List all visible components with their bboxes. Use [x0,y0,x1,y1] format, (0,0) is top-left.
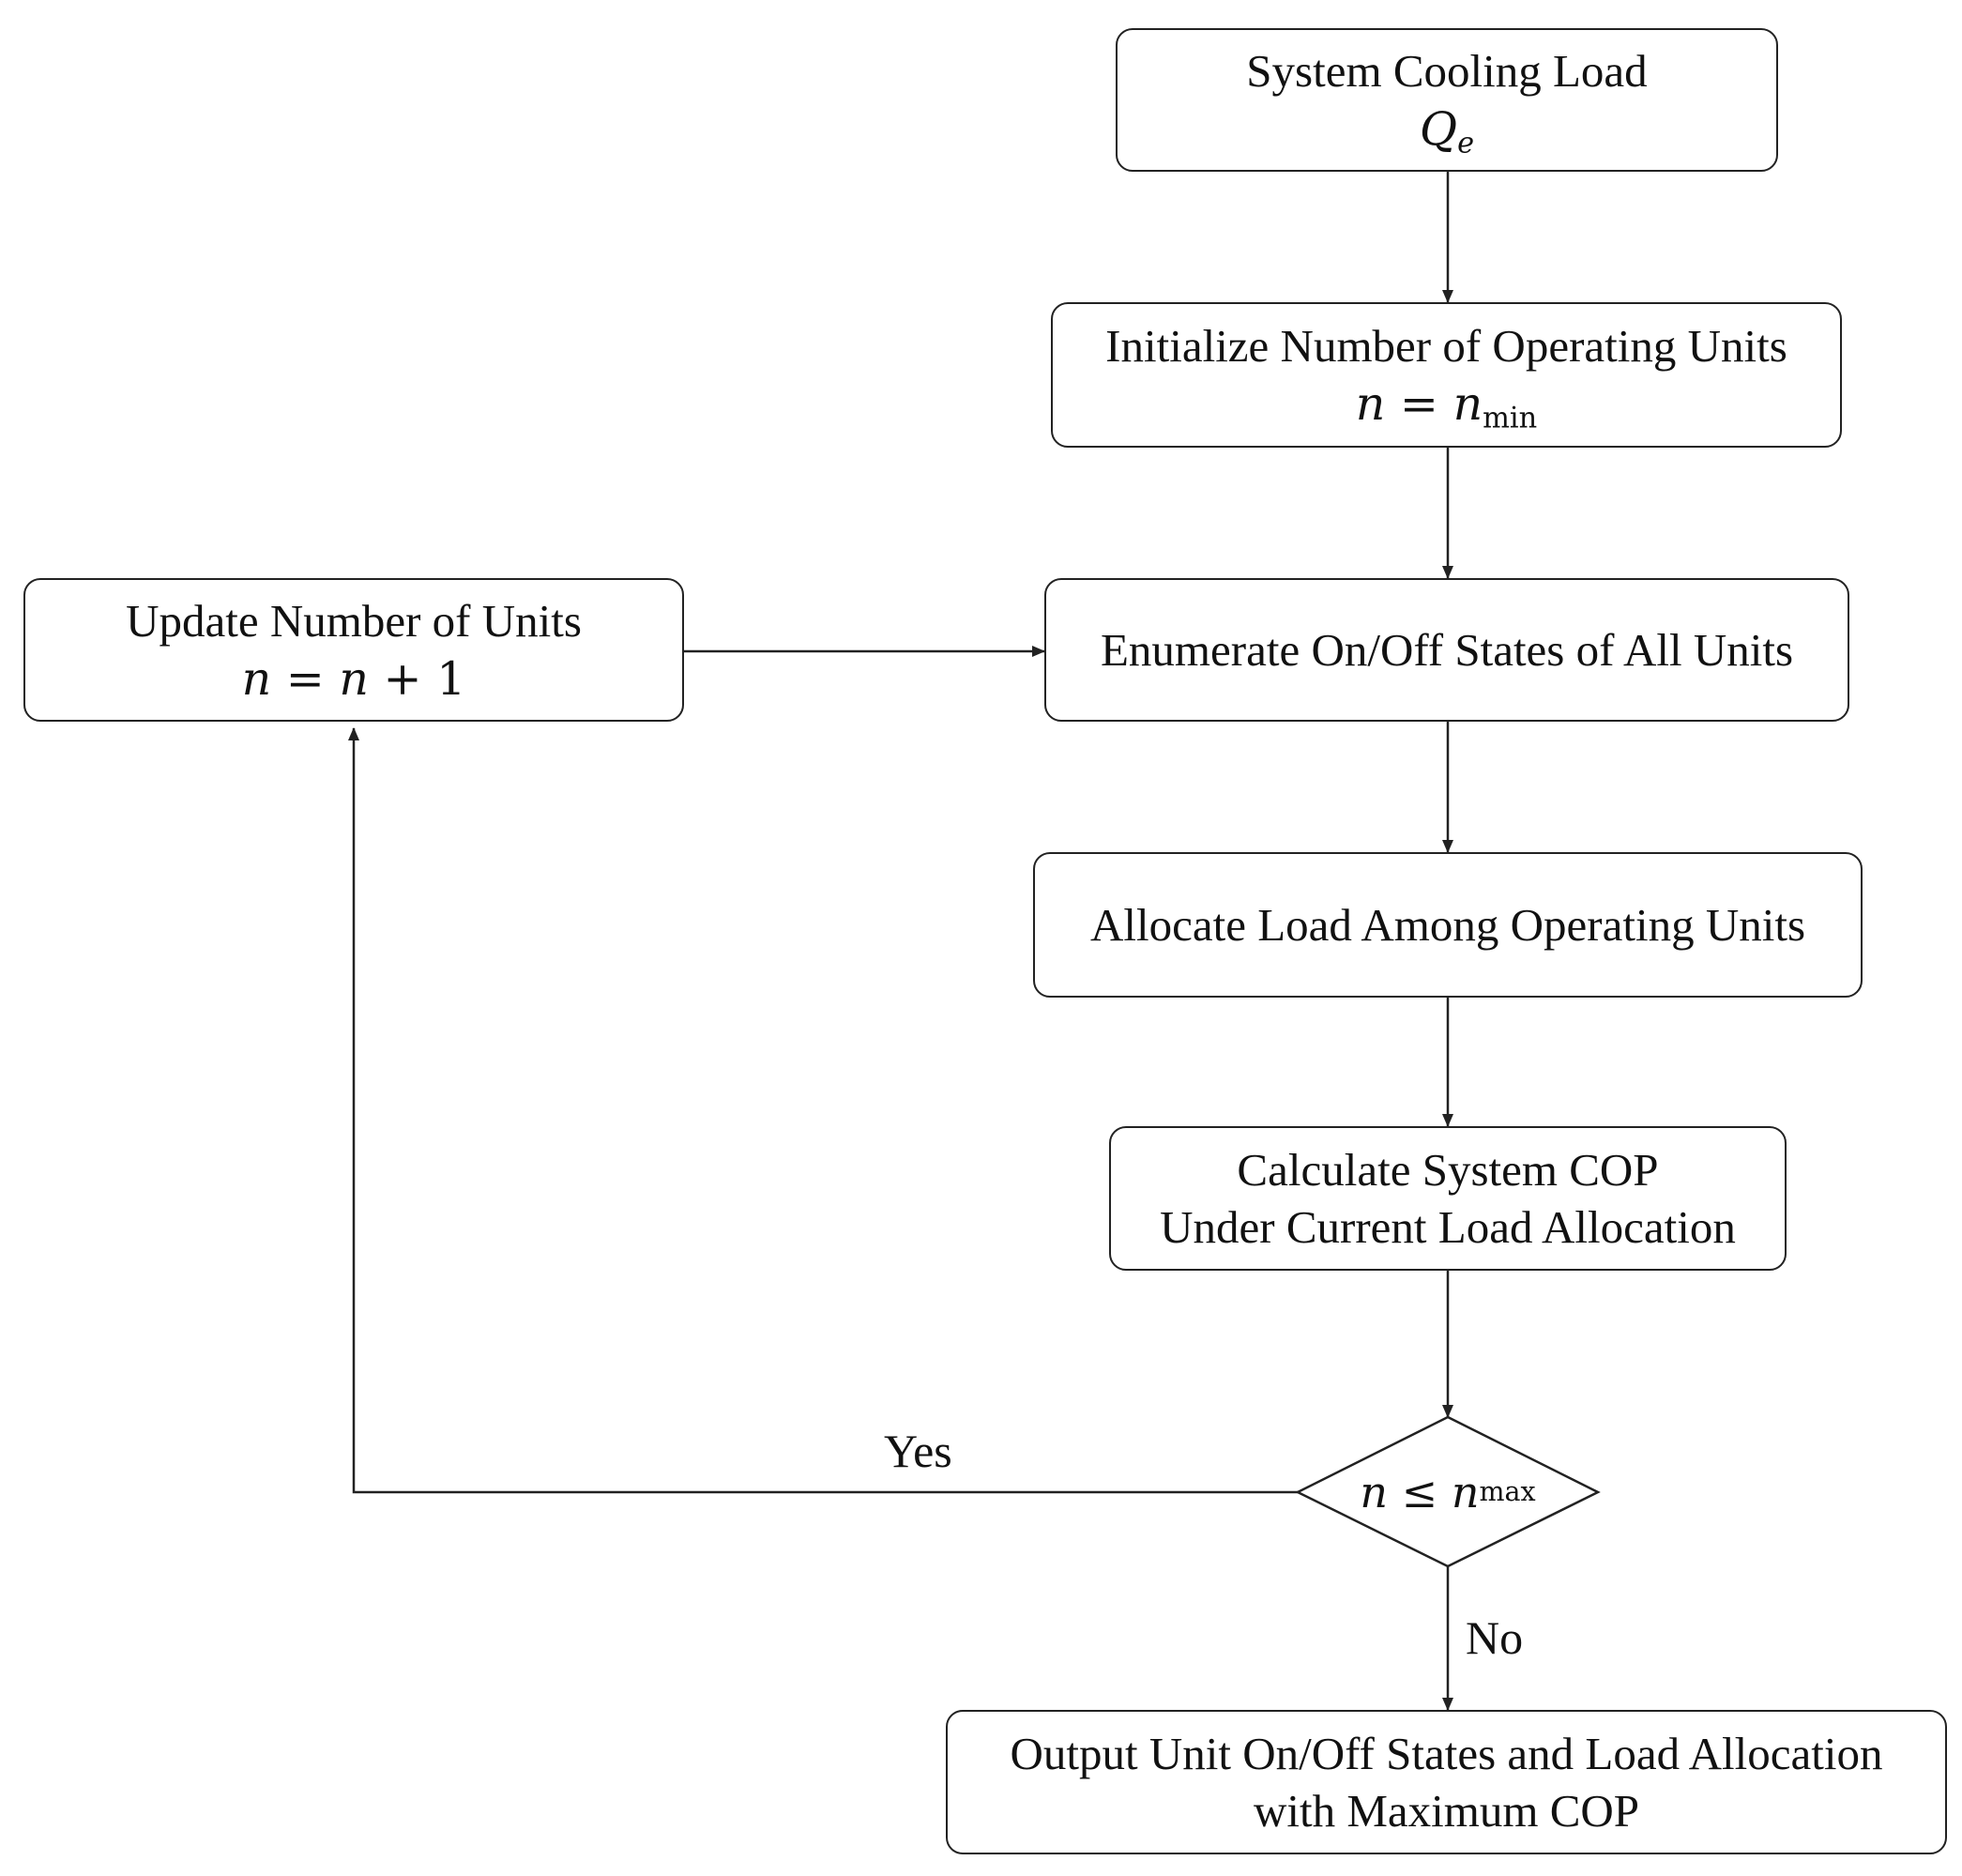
node-label-line-1: Output Unit On/Off States and Load Alloc… [1010,1727,1883,1779]
node-enumerate-states: Enumerate On/Off States of All Units [1044,578,1849,722]
edge-label-no: No [1466,1611,1524,1664]
formula-operator: = [285,651,325,706]
formula-subscript: e [1457,127,1475,160]
formula-variable: n [1452,376,1483,431]
formula-variable: n [1355,376,1386,431]
node-label-line-2: Under Current Load Allocation [1160,1201,1736,1253]
node-label-line-1: Calculate System COP [1237,1143,1659,1196]
formula-variable: n [339,651,369,706]
arrow-decision-yes-to-update [348,727,1298,1494]
cooling-load-formula: Qe [1420,100,1474,158]
formula-symbol: Q [1419,101,1458,156]
node-output-results: Output Unit On/Off States and Load Alloc… [946,1710,1947,1854]
node-label-line-2: with Maximum COP [1253,1785,1640,1837]
formula-operator: ≤ [1401,1466,1438,1518]
node-calculate-cop: Calculate System COP Under Current Load … [1109,1126,1787,1271]
formula-operator: = [1399,376,1438,431]
node-label: System Cooling Load [1246,45,1648,98]
node-allocate-load: Allocate Load Among Operating Units [1033,852,1863,998]
edge-label-yes: Yes [884,1425,952,1477]
formula-variable: n [241,651,272,706]
formula-constant: 1 [436,651,466,706]
update-formula: n = n + 1 [242,650,466,708]
formula-variable: n [1451,1466,1480,1518]
node-initialize-operating-units: Initialize Number of Operating Units n =… [1051,302,1842,448]
decision-diamond [1295,1415,1601,1568]
node-label: Update Number of Units [126,595,582,648]
formula-variable: n [1360,1466,1389,1518]
node-system-cooling-load: System Cooling Load Qe [1116,28,1778,172]
node-label: Initialize Number of Operating Units [1105,320,1787,373]
node-update-number-of-units: Update Number of Units n = n + 1 [23,578,684,722]
formula-operator: + [383,651,422,706]
initialize-formula: n = nmin [1356,375,1537,433]
formula-subscript: min [1483,402,1538,435]
node-label: Enumerate On/Off States of All Units [1100,623,1794,676]
node-label: Allocate Load Among Operating Units [1089,898,1806,951]
